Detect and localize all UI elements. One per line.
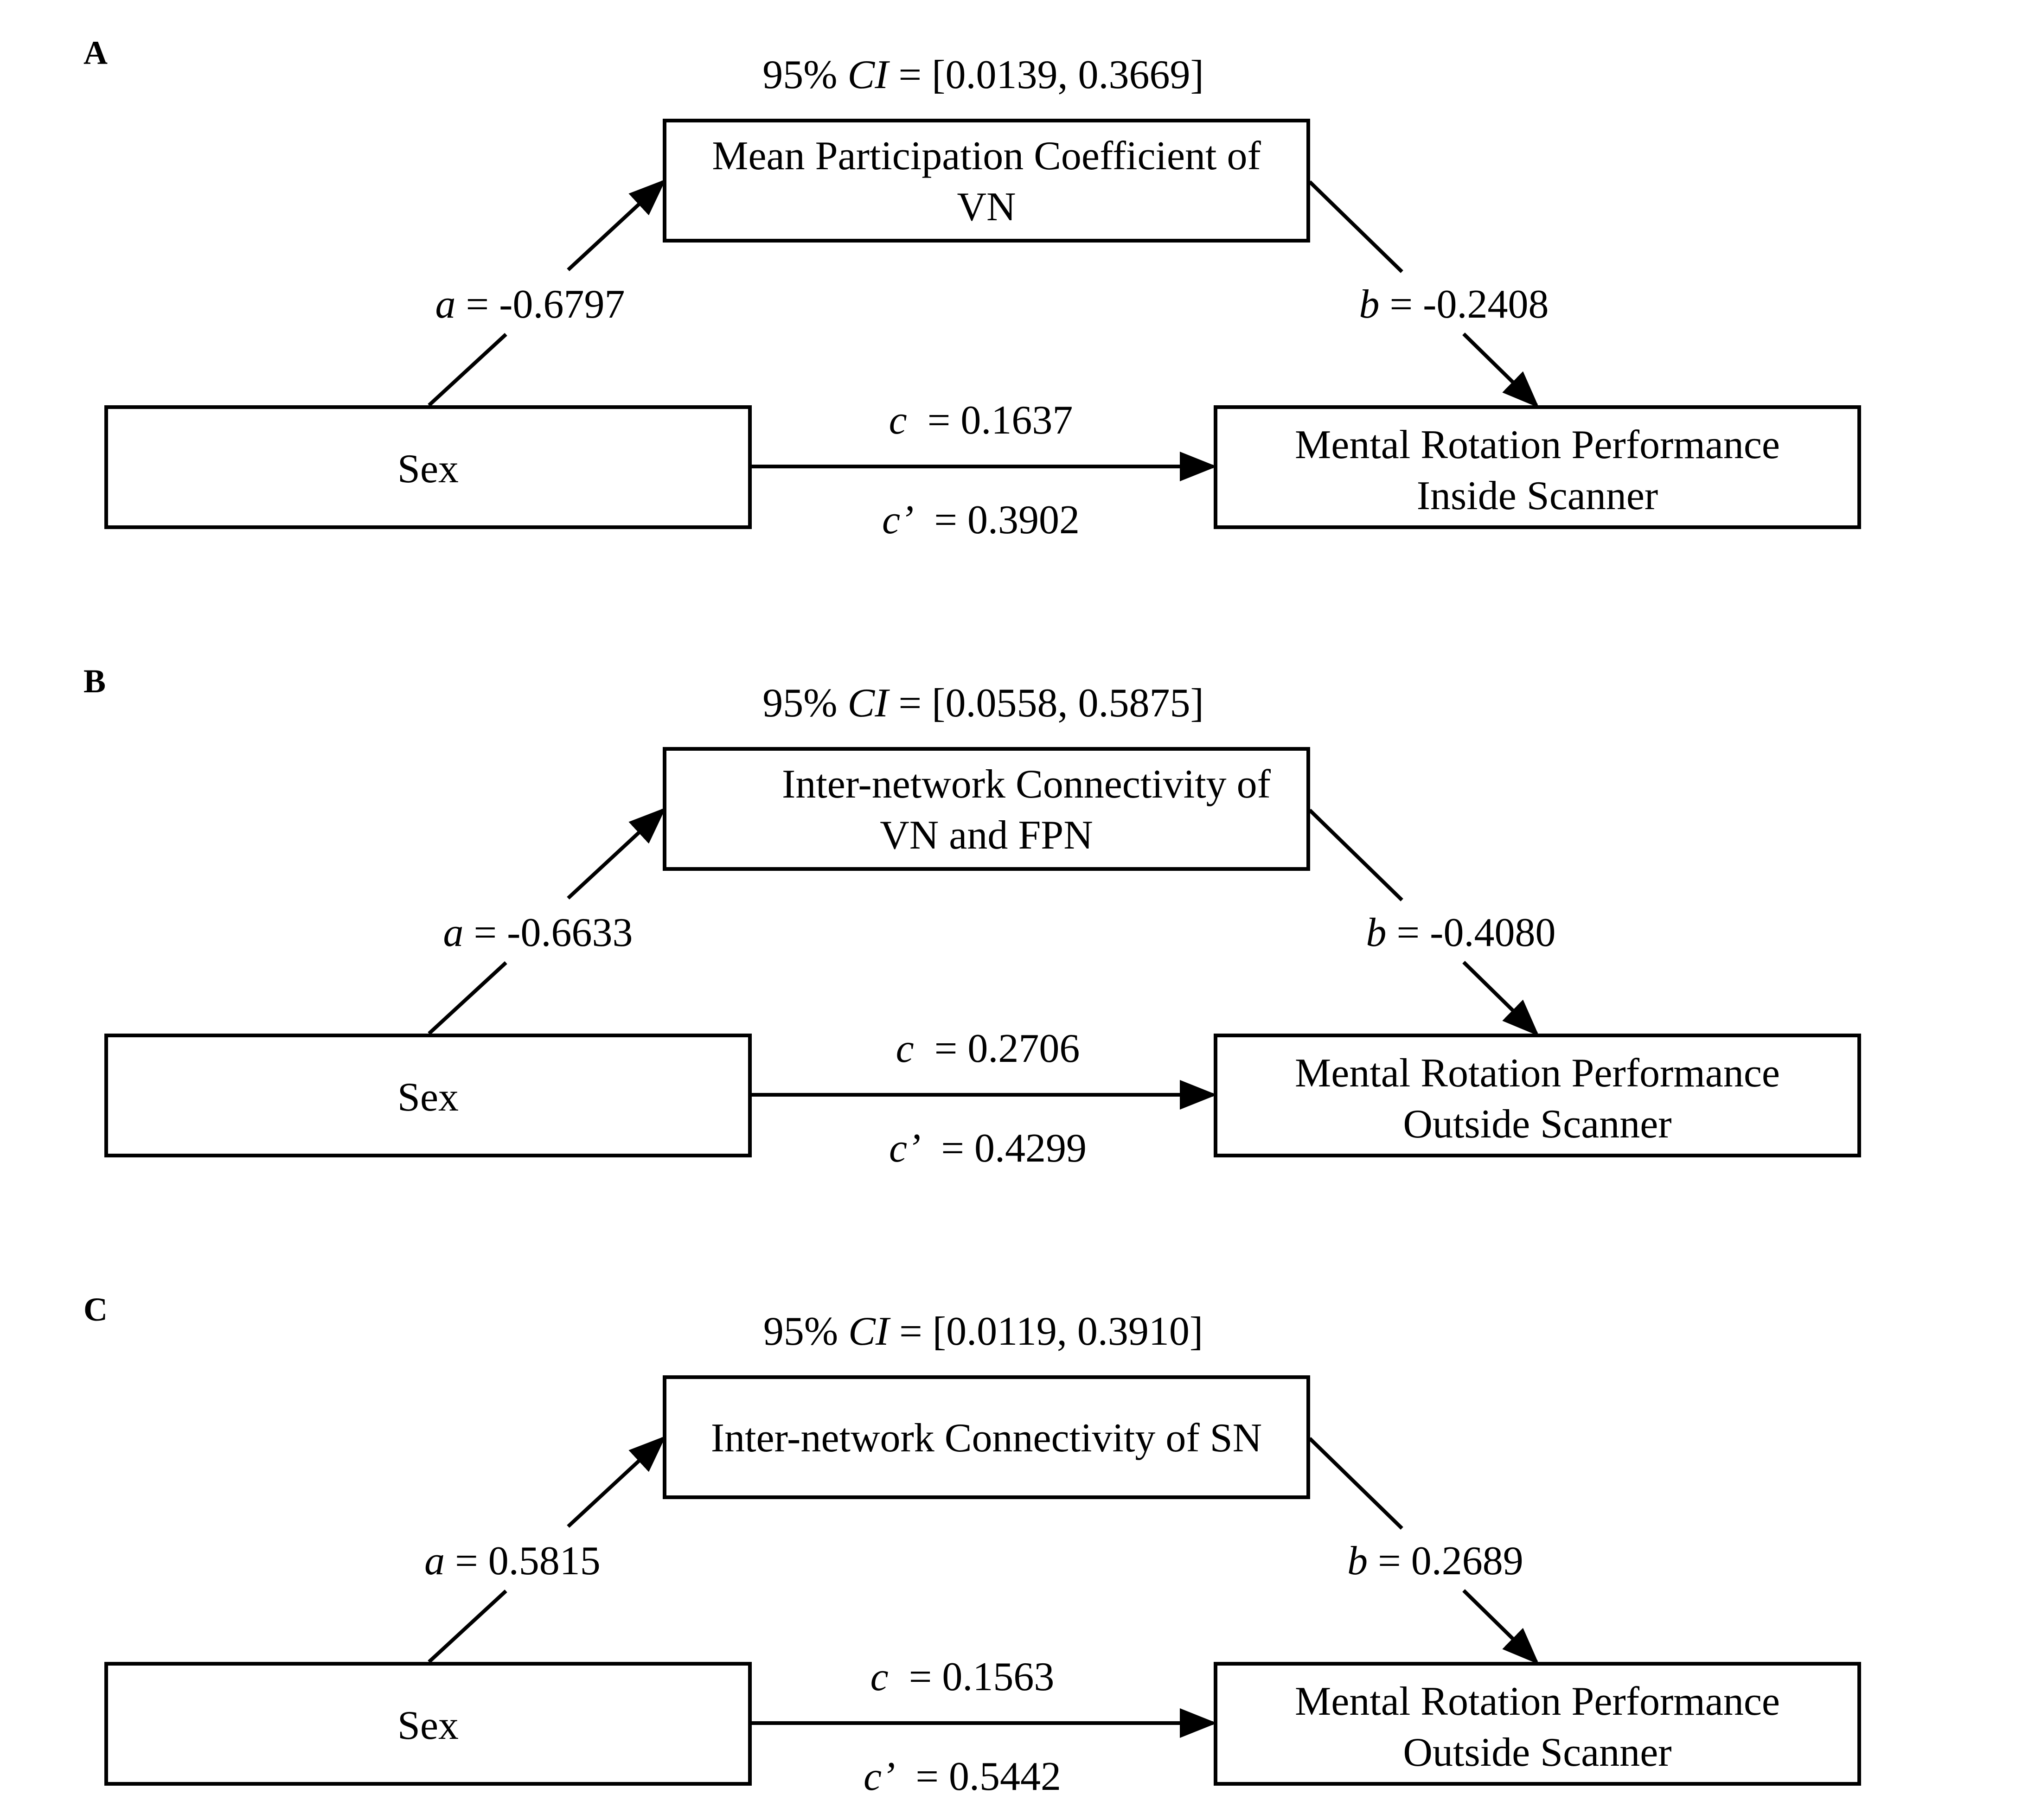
mediator-label-line-1: Inter-network Connectivity of [782, 762, 1271, 807]
path-c-prime-coefficient: c’ = 0.5442 [864, 1754, 1061, 1799]
path-c-coefficient: c = 0.1563 [870, 1654, 1055, 1699]
panel-c: C 95% CI = [0.0119, 0.3910] Inter-networ… [83, 1291, 1861, 1799]
predictor-label: Sex [397, 1703, 459, 1748]
path-a-lower-segment [428, 333, 507, 407]
mediator-label-line-1: Mean Participation Coefficient of [712, 134, 1261, 179]
mediator-label-line-2: VN and FPN [880, 813, 1093, 858]
predictor-box [104, 1662, 752, 1786]
confidence-interval-label: 95% CI = [0.0139, 0.3669] [762, 52, 1204, 97]
panel-letter: A [83, 34, 108, 71]
confidence-interval-label: 95% CI = [0.0558, 0.5875] [762, 681, 1204, 726]
outcome-label-line-1: Mental Rotation Performance [1295, 1679, 1780, 1724]
mediator-box [663, 119, 1310, 243]
mediator-box [663, 747, 1310, 871]
path-b-coefficient: b = 0.2689 [1347, 1539, 1523, 1584]
path-c-prime-coefficient: c’ = 0.3902 [882, 498, 1080, 543]
path-b-arrow [1462, 961, 1539, 1036]
path-a-arrow [567, 807, 666, 900]
predictor-box [104, 1034, 752, 1157]
path-c-coefficient: c = 0.1637 [889, 398, 1073, 443]
path-c-coefficient: c = 0.2706 [896, 1026, 1080, 1071]
mediator-box [663, 1375, 1310, 1499]
path-b-upper-segment [1308, 1437, 1403, 1530]
panel-a: A 95% CI = [0.0139, 0.3669] Mean Partici… [83, 34, 1861, 543]
path-a-arrow [567, 179, 666, 271]
panel-b: B 95% CI = [0.0558, 0.5875] Inter-networ… [83, 663, 1861, 1171]
path-a-coefficient: a = 0.5815 [424, 1539, 601, 1584]
mediator-label-line-1: Inter-network Connectivity of SN [711, 1416, 1262, 1461]
panel-letter: B [83, 663, 106, 700]
outcome-label-line-2: Outside Scanner [1403, 1102, 1671, 1147]
outcome-box [1214, 1034, 1861, 1157]
path-c-prime-coefficient: c’ = 0.4299 [889, 1126, 1087, 1171]
path-a-arrow [567, 1436, 666, 1528]
outcome-label-line-2: Inside Scanner [1417, 473, 1658, 518]
path-b-arrow [1462, 1589, 1539, 1665]
path-b-arrow [1462, 332, 1539, 408]
path-b-upper-segment [1308, 809, 1403, 901]
path-a-lower-segment [428, 1590, 507, 1663]
path-a-coefficient: a = -0.6797 [435, 282, 625, 327]
path-b-coefficient: b = -0.4080 [1366, 910, 1556, 955]
path-a-coefficient: a = -0.6633 [443, 910, 633, 955]
path-b-upper-segment [1308, 180, 1403, 273]
predictor-label: Sex [397, 1075, 459, 1120]
path-b-coefficient: b = -0.2408 [1359, 282, 1549, 327]
outcome-label-line-1: Mental Rotation Performance [1295, 422, 1780, 467]
path-a-lower-segment [428, 961, 507, 1035]
predictor-box [104, 405, 752, 529]
predictor-label: Sex [397, 447, 459, 492]
panel-letter: C [83, 1291, 108, 1328]
outcome-label-line-1: Mental Rotation Performance [1295, 1051, 1780, 1096]
confidence-interval-label: 95% CI = [0.0119, 0.3910] [763, 1309, 1203, 1354]
mediator-label-line-2: VN [957, 185, 1016, 230]
outcome-label-line-2: Outside Scanner [1403, 1730, 1671, 1775]
outcome-box [1214, 1662, 1861, 1786]
